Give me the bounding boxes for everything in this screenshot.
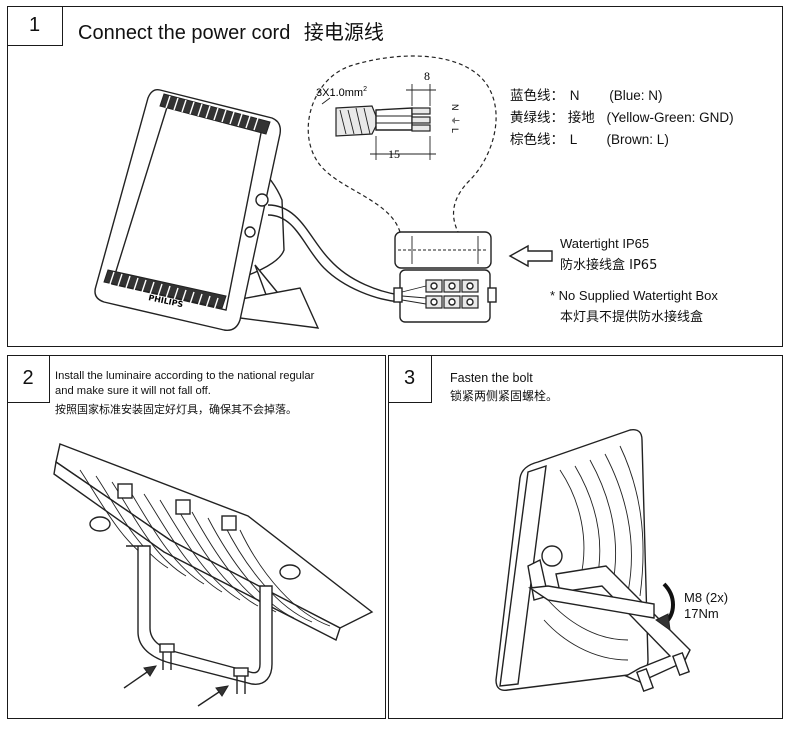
legend-row-brown: 棕色线： L (Brown: L) [510,132,669,148]
no-box-note-cn: 本灯具不提供防水接线盒 [560,310,704,325]
step-1-title: Connect the power cord 接电源线 [78,20,384,44]
wire-mark-l: L [450,128,460,133]
junction-box-label-en: Watertight IP65 [560,236,650,251]
wire-mark-ground: ⏚ [449,116,460,125]
sheath-length-label: 15 [388,147,400,161]
step-3-number: 3 [403,367,416,389]
watertight-junction-box [393,231,497,323]
top-fins [159,93,271,135]
no-box-note-en: * No Supplied Watertight Box [550,288,718,303]
bolts-step-3 [635,651,691,693]
rotation-arrow [655,582,675,632]
bolt-spec-label: M8 (2x) [684,590,729,605]
floodlight-side-view [495,429,649,691]
step-3-instruction-line-2: 锁紧两侧紧固螺栓。 [450,389,559,403]
floodlight-front-view: PHILIPS [94,88,320,331]
junction-box-label-cn: 防水接线盒 IP65 [560,258,658,273]
legend-row-yellow-green: 黄绿线： 接地 (Yellow-Green: GND) [510,110,734,126]
wire-strip-detail [321,84,436,160]
step-1-number-box: 1 [7,6,63,46]
wire-spec-label: 3X1.0mm2 [316,86,367,99]
step-2-instruction-line-3: 按照国家标准安装固定好灯具，确保其不会掉落。 [55,403,297,416]
step-3-instruction-line-1: Fasten the bolt [450,371,533,385]
hex-wrench [528,585,655,619]
bottom-fins [103,269,227,311]
strip-length-label: 8 [424,69,430,83]
bolts-step-2 [159,643,249,694]
wire-mark-n: N [450,104,460,111]
power-cord [267,204,401,296]
step-2-instruction-line-2: and make sure it will not fall off. [55,385,211,397]
torque-label: 17Nm [684,606,719,621]
step-3-number-box: 3 [388,355,432,403]
bolt-arrows-step-2 [123,665,229,707]
step-2-number: 2 [22,367,34,389]
step-1-title-cn: 接电源线 [303,20,384,44]
legend-row-blue: 蓝色线： N (Blue: N) [510,88,663,104]
step-2-instruction-line-1: Install the luminaire according to the n… [55,370,315,382]
step-1-number: 1 [28,14,41,36]
step-2-number-box: 2 [7,355,50,403]
box-pointer-arrow [508,244,553,268]
detail-bubble-outline [307,55,497,233]
